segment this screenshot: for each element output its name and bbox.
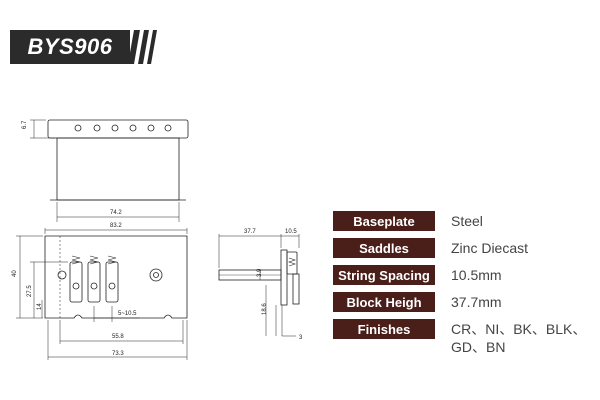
- dim-inner-width: 55.8: [112, 334, 124, 340]
- model-badge: BYS906: [10, 30, 130, 64]
- dim-side-thickness-b: 18.6: [262, 303, 268, 315]
- dim-string-spacing: 5~10.5: [118, 311, 137, 317]
- dim-side-block: 37.7: [244, 229, 256, 235]
- dim-front-total-width: 83.2: [110, 223, 122, 229]
- dim-side-saddle: 10.5: [285, 229, 297, 235]
- spec-label: Saddles: [333, 238, 435, 258]
- front-view: [16, 228, 188, 360]
- header-stripes: [130, 30, 157, 64]
- spec-row-saddles: Saddles Zinc Diecast: [333, 238, 600, 258]
- spec-row-block-height: Block Heigh 37.7mm: [333, 292, 600, 312]
- dim-side-thickness-a: 3.9: [257, 268, 263, 277]
- dim-front-height: 40: [12, 270, 18, 277]
- spec-value: Zinc Diecast: [451, 240, 529, 256]
- spec-row-string-spacing: String Spacing 10.5mm: [333, 265, 600, 285]
- dim-saddle-height: 27.5: [27, 285, 33, 297]
- dim-top-height: 6.7: [22, 120, 28, 129]
- model-title: BYS906: [27, 34, 113, 59]
- spec-value: 37.7mm: [451, 294, 502, 310]
- top-view: [30, 119, 189, 222]
- dim-lower-height: 14: [37, 303, 43, 310]
- spec-label: Block Heigh: [333, 292, 435, 312]
- spec-label: Baseplate: [333, 211, 435, 231]
- spec-value: Steel: [451, 213, 483, 229]
- dim-side-plate: 3: [299, 335, 303, 341]
- spec-value: 10.5mm: [451, 267, 502, 283]
- dim-base-width: 73.3: [112, 351, 124, 357]
- spec-label: String Spacing: [333, 265, 435, 285]
- spec-label: Finishes: [333, 319, 435, 339]
- spec-row-baseplate: Baseplate Steel: [333, 211, 600, 231]
- spec-value: CR、NI、BK、BLK、GD、BN: [451, 321, 587, 355]
- spec-row-finishes: Finishes CR、NI、BK、BLK、GD、BN: [333, 319, 600, 355]
- side-view: [218, 234, 300, 337]
- dim-top-width: 74.2: [110, 210, 122, 216]
